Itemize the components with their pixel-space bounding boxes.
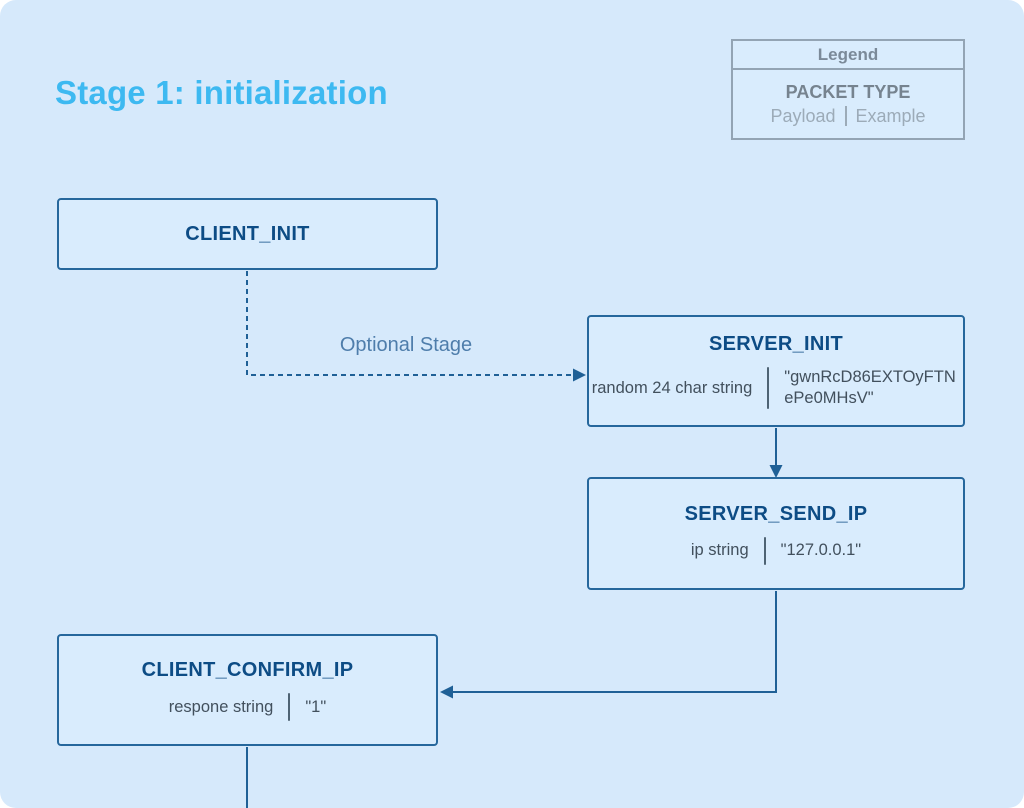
legend-header: Legend	[733, 41, 963, 70]
payload-name: respone string	[168, 697, 274, 716]
node-server-init: SERVER_INIT random 24 char string "gwnRc…	[587, 315, 965, 427]
legend-payload-label: Payload	[770, 105, 836, 126]
connector-server-send-ip-to-client-confirm-ip	[453, 591, 777, 693]
payload-example: "127.0.0.1"	[780, 541, 862, 560]
node-title: SERVER_INIT	[708, 333, 844, 356]
payload-row: ip string "127.0.0.1"	[690, 536, 862, 565]
arrowhead-into-server-init	[573, 368, 586, 382]
arrowhead-into-client-confirm-ip	[440, 685, 453, 699]
node-title: SERVER_SEND_IP	[684, 502, 868, 525]
payload-name: random 24 char string	[591, 378, 753, 397]
node-server-send-ip: SERVER_SEND_IP ip string "127.0.0.1"	[587, 477, 965, 590]
payload-row: random 24 char string "gwnRcD86EXTOyFTNe…	[591, 367, 961, 409]
dashed-connector-client-init-to-server-init	[246, 271, 573, 376]
payload-divider	[763, 536, 766, 565]
legend: Legend PACKET TYPE Payload Example	[731, 39, 965, 140]
payload-row: respone string "1"	[169, 693, 326, 721]
legend-sub-row: Payload Example	[770, 105, 926, 127]
node-client-confirm-ip: CLIENT_CONFIRM_IP respone string "1"	[57, 634, 438, 746]
legend-packet-type: PACKET TYPE	[785, 81, 911, 102]
node-client-init: CLIENT_INIT	[57, 198, 438, 270]
page-title: Stage 1: initialization	[55, 74, 388, 111]
node-title: CLIENT_INIT	[185, 222, 310, 245]
payload-divider	[288, 693, 291, 721]
legend-body: PACKET TYPE Payload Example	[733, 70, 963, 138]
legend-example-label: Example	[855, 105, 926, 126]
payload-example: "1"	[305, 697, 327, 716]
payload-divider	[767, 367, 770, 409]
optional-stage-label: Optional Stage	[339, 334, 473, 356]
payload-name: ip string	[690, 541, 749, 559]
node-title: CLIENT_CONFIRM_IP	[141, 659, 354, 681]
legend-divider	[844, 106, 847, 126]
payload-example: "gwnRcD86EXTOyFTNePe0MHsV"	[784, 368, 956, 407]
